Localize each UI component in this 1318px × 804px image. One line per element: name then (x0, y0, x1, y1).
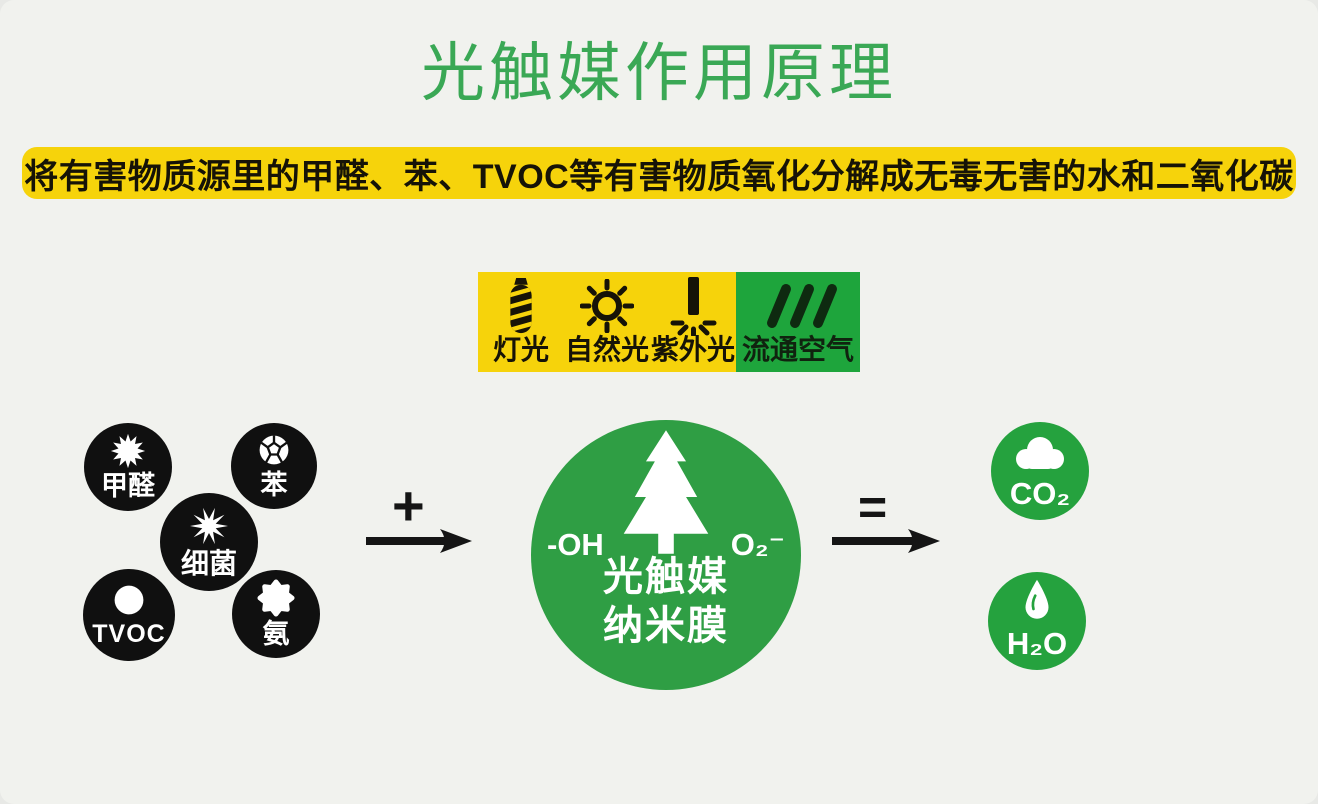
pollutant-bacteria: 细菌 (160, 493, 258, 591)
pollutant-label: 苯 (260, 470, 288, 501)
pollutant-formaldehyde: 甲醛 (84, 423, 172, 511)
pollutant-benzene: 苯 (231, 423, 317, 509)
gear-star-icon (257, 579, 295, 617)
plus-operator: + (392, 474, 425, 537)
molecule-ball-icon (259, 435, 289, 465)
hydroxyl-radical-label: -OH (547, 527, 604, 562)
equals-operator: = (858, 479, 888, 535)
air-flow-item: 流通空气 (736, 272, 860, 372)
catalyst-name-line1: 光触媒 (603, 555, 729, 599)
product-label: H₂O (1006, 626, 1068, 661)
pollutant-label: 甲醛 (101, 471, 155, 502)
light-source-item-lamp: 灯光 (478, 272, 564, 372)
light-source-item-natural: 自然光 (564, 272, 650, 372)
catalyst-name-line2: 纳米膜 (603, 604, 729, 648)
light-source-label: 灯光 (492, 334, 549, 365)
subtitle-text: 将有害物质源里的甲醛、苯、TVOC等有害物质氧化分解成无毒无害的水和二氧化碳 (24, 157, 1294, 196)
reaction-arrow-right (832, 529, 940, 553)
product-co2: CO₂ (991, 422, 1089, 520)
light-source-item-uv: 紫外光 (650, 272, 736, 372)
pollutant-ammonia: 氨 (232, 570, 320, 658)
page-title: 光触媒作用原理 (421, 37, 897, 109)
light-source-group: 灯光 (478, 272, 736, 372)
product-label: CO₂ (1009, 476, 1071, 511)
pollutant-label: TVOC (92, 620, 166, 649)
reaction-arrow-left (366, 529, 472, 553)
sun-icon (580, 272, 634, 334)
pine-tree-icon (623, 430, 709, 554)
light-source-strip: 灯光 (478, 272, 860, 372)
superoxide-label: O₂⁻ (730, 527, 785, 562)
pollutant-label: 氨 (262, 619, 290, 650)
radicals-row: -OH O₂⁻ (531, 527, 801, 563)
uv-light-icon (665, 272, 721, 336)
water-drop-icon (1025, 579, 1049, 619)
particle-dot-icon (114, 585, 144, 615)
pollutant-label: 细菌 (180, 547, 237, 579)
pollutant-tvoc: TVOC (83, 569, 175, 661)
catalyst-circle: -OH O₂⁻ 光触媒 纳米膜 (531, 420, 801, 690)
air-flow-label: 流通空气 (741, 334, 854, 365)
product-h2o: H₂O (988, 572, 1086, 670)
spiky-star-icon (110, 434, 146, 469)
bacteria-burst-icon (190, 507, 228, 544)
air-flow-icon (755, 272, 841, 334)
light-source-label: 紫外光 (650, 334, 735, 365)
light-source-label: 自然光 (564, 334, 649, 365)
subtitle-banner: 将有害物质源里的甲醛、苯、TVOC等有害物质氧化分解成无毒无害的水和二氧化碳 (22, 147, 1296, 199)
cloud-icon (1016, 437, 1064, 469)
cfl-bulb-icon (501, 272, 541, 334)
